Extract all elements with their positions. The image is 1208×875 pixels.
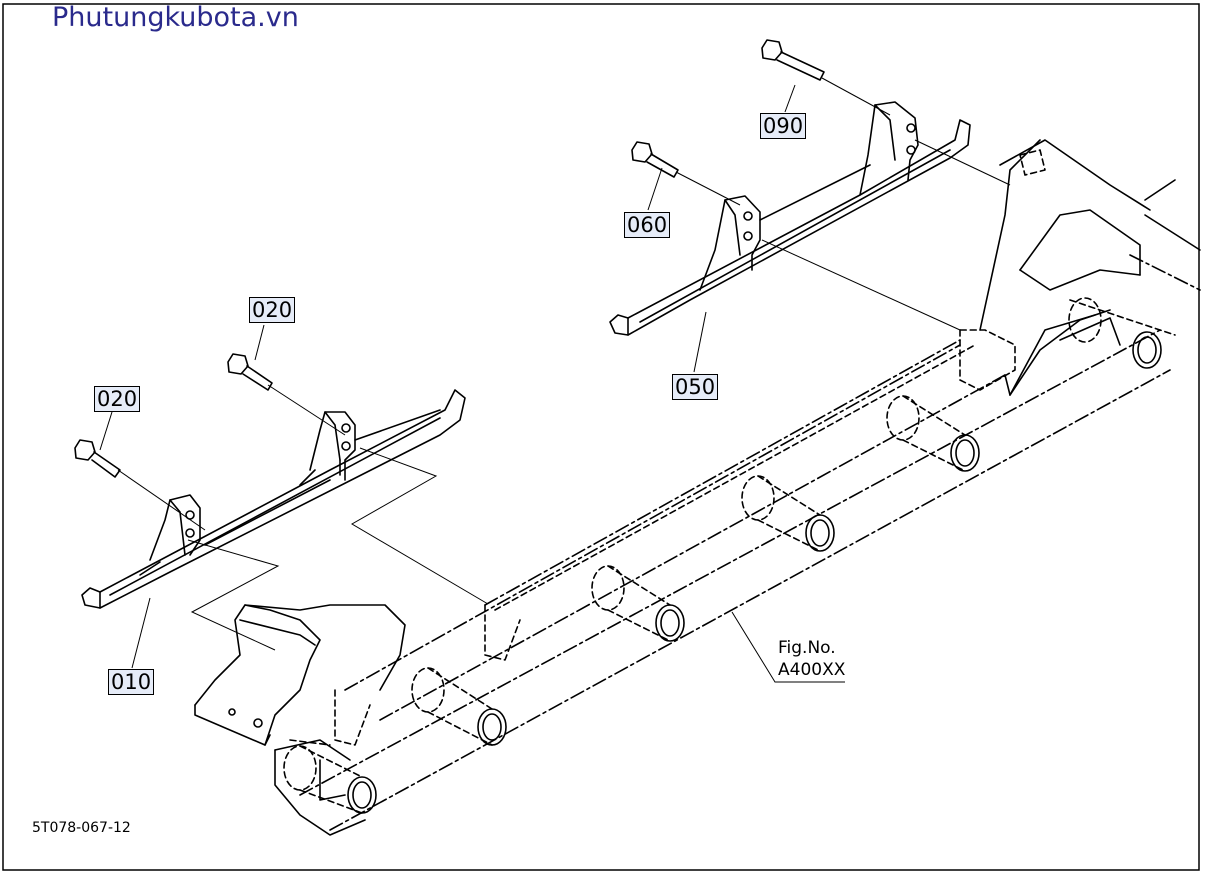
track-rollers bbox=[283, 297, 1162, 814]
callout-090[interactable]: 090 bbox=[760, 113, 807, 139]
callout-010[interactable]: 010 bbox=[108, 669, 155, 695]
callout-050[interactable]: 050 bbox=[672, 374, 719, 400]
callout-020-lower[interactable]: 020 bbox=[94, 386, 141, 412]
guard-plate bbox=[194, 604, 406, 746]
watermark-text: Phutungkubota.vn bbox=[52, 2, 299, 33]
front-track-guide bbox=[74, 353, 466, 609]
track-frame bbox=[274, 139, 1201, 836]
diagram-border bbox=[2, 3, 1200, 871]
figure-reference-line1: Fig.No. bbox=[778, 638, 836, 658]
figure-reference-line2: A400XX bbox=[778, 660, 846, 680]
drawing-number: 5T078-067-12 bbox=[32, 820, 131, 836]
leader-lines bbox=[99, 77, 1011, 683]
callout-020-upper[interactable]: 020 bbox=[249, 297, 296, 323]
callout-060[interactable]: 060 bbox=[624, 212, 671, 238]
rear-track-guide bbox=[609, 39, 971, 336]
figure-reference[interactable]: Fig.No. A400XX bbox=[778, 637, 845, 681]
